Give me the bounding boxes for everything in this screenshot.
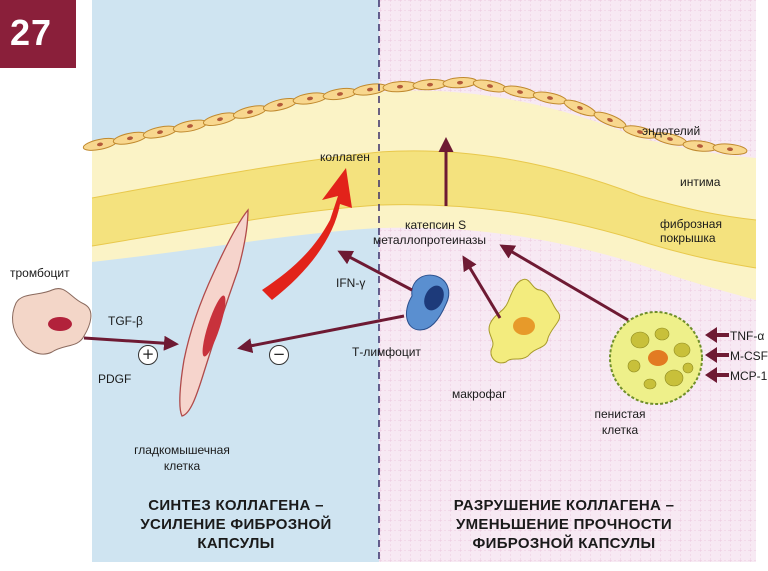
left-panel-title: СИНТЕЗ КОЛЛАГЕНА – УСИЛЕНИЕ ФИБРОЗНОЙ КА… xyxy=(100,496,372,553)
left-title-line3: КАПСУЛЫ xyxy=(197,535,275,552)
label-macrophage: макрофаг xyxy=(452,387,507,401)
t-lymphocyte-nucleus xyxy=(424,285,444,311)
label-m-csf: M-CSF xyxy=(730,349,768,363)
arrow-macrophage-to-mmp xyxy=(462,255,502,319)
right-panel-title: РАЗРУШЕНИЕ КОЛЛАГЕНА – УМЕНЬШЕНИЕ ПРОЧНО… xyxy=(404,496,724,553)
endothelial-nucleus xyxy=(337,92,343,96)
left-title-line2: УСИЛЕНИЕ ФИБРОЗНОЙ xyxy=(140,516,332,533)
smc-nucleus xyxy=(202,295,226,357)
label-pdgf: PDGF xyxy=(98,372,132,386)
collagen-synthesis-arrow xyxy=(262,168,352,300)
endothelial-nucleus xyxy=(727,147,733,152)
label-foam-cell-2: клетка xyxy=(601,423,639,437)
endothelial-nucleus xyxy=(217,117,223,122)
fibrous-cap-layer xyxy=(92,150,756,268)
label-ifn-gamma: IFN-γ xyxy=(336,276,366,290)
arrow-foam-to-mmp xyxy=(499,244,629,322)
plus-sign: + xyxy=(138,345,158,365)
endothelial-nucleus xyxy=(667,137,673,141)
platelet-nucleus xyxy=(48,317,72,331)
label-tnf-alpha: TNF-α xyxy=(730,329,765,343)
endothelium-cells xyxy=(82,77,748,156)
label-fibrous-cap-2: покрышка xyxy=(660,231,716,245)
label-collagen: коллаген xyxy=(320,150,370,164)
endothelial-nucleus xyxy=(517,90,523,94)
foam-cell-lipid-droplets xyxy=(627,327,694,390)
left-title-line1: СИНТЕЗ КОЛЛАГЕНА – xyxy=(148,497,324,514)
endothelial-nucleus xyxy=(637,130,643,134)
label-t-lymphocyte: Т-лимфоцит xyxy=(352,345,421,359)
arrow-tlymph-to-smc xyxy=(237,314,405,354)
endothelial-nucleus xyxy=(157,130,163,135)
label-endothelium: эндотелий xyxy=(642,124,701,138)
arrow-platelet-to-smc xyxy=(83,335,179,351)
label-intima: интима xyxy=(680,175,721,189)
endothelial-nucleus xyxy=(307,96,313,101)
label-platelet: тромбоцит xyxy=(10,266,70,280)
label-metalloproteinases: металлопротеиназы xyxy=(373,233,486,247)
label-mcp-1: MCP-1 xyxy=(730,369,768,383)
endothelial-nucleus xyxy=(97,142,103,147)
signal-arrows xyxy=(83,137,629,354)
right-title-line3: ФИБРОЗНОЙ КАПСУЛЫ xyxy=(472,535,656,552)
figure-number: 27 xyxy=(10,12,53,53)
figure-number-badge: 27 xyxy=(0,0,76,68)
label-smc-1: гладкомышечная xyxy=(134,443,230,457)
endothelial-nucleus xyxy=(697,144,703,148)
endothelial-nucleus xyxy=(427,82,433,87)
macrophage-nucleus xyxy=(513,317,535,335)
endothelial-nucleus xyxy=(127,136,133,141)
endothelial-nucleus xyxy=(577,105,583,111)
label-tgf-beta: TGF-β xyxy=(108,314,143,328)
endothelial-nucleus xyxy=(487,84,493,88)
minus-sign: − xyxy=(269,345,289,365)
endothelial-nucleus xyxy=(367,87,373,92)
arrow-tlymph-ifn xyxy=(337,250,413,292)
right-title-line1: РАЗРУШЕНИЕ КОЛЛАГЕНА – xyxy=(453,497,675,514)
label-fibrous-cap-1: фиброзная xyxy=(660,217,722,231)
foam-cell-nucleus xyxy=(648,350,668,366)
endothelial-nucleus xyxy=(457,80,463,85)
label-cathepsin: катепсин S xyxy=(405,218,467,232)
right-title-line2: УМЕНЬШЕНИЕ ПРОЧНОСТИ xyxy=(455,516,672,533)
endothelial-nucleus xyxy=(397,84,403,89)
endothelial-nucleus xyxy=(187,124,193,128)
endothelial-nucleus xyxy=(277,102,283,107)
endothelial-nucleus xyxy=(607,117,613,123)
endothelial-nucleus xyxy=(547,96,553,100)
foam-cell-input-arrows xyxy=(705,327,729,383)
endothelial-nucleus xyxy=(247,110,253,114)
label-smc-2: клетка xyxy=(163,459,201,473)
label-foam-cell-1: пенистая xyxy=(594,407,646,421)
